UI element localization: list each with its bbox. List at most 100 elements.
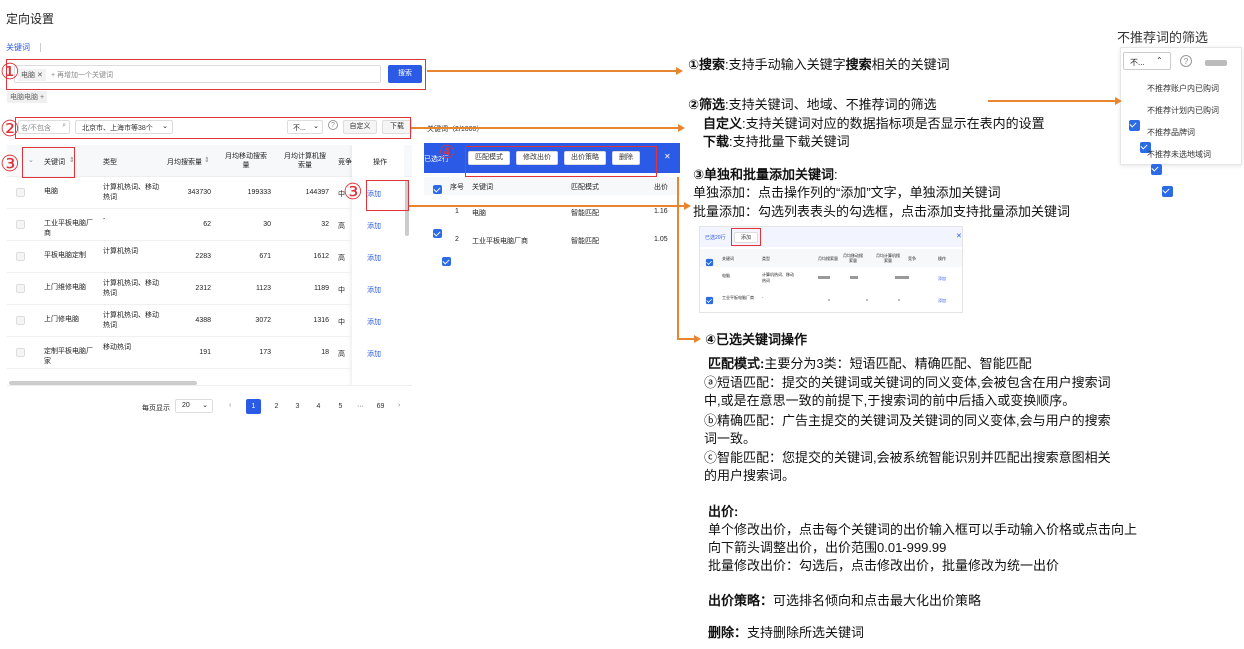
bid-input[interactable]: 1.05 [654,236,668,243]
scrollbar-h[interactable] [9,381,197,385]
cell-monthly: 191 [199,349,211,356]
mini-add-link[interactable]: 添加 [938,276,946,281]
page-button[interactable]: 5 [338,403,343,410]
cell-pc: 18 [321,349,329,356]
search-placeholder: + 再增加一个关键词 [51,72,114,79]
custom-button[interactable]: 自定义 [343,120,377,134]
bid-strategy-button[interactable]: 出价策略 [564,151,606,165]
notrec-checkbox[interactable] [1129,120,1140,131]
sel-cell-mode[interactable]: 智能匹配 [571,238,599,245]
close-icon[interactable]: ✕ [664,152,671,161]
add-link[interactable]: 添加 [367,319,381,326]
row-checkbox[interactable] [16,348,25,357]
marker-1: ① [0,60,20,85]
select-all-checkbox[interactable] [433,185,442,194]
add-link[interactable]: 添加 [367,287,381,294]
cell-pc: 32 [321,221,329,228]
row-checkbox[interactable] [16,188,25,197]
desc-match: 匹配模式:主要分为3类：短语匹配、精确匹配、智能匹配 [708,356,1032,371]
desc-match-a2: 中,或是在意思一致的前提下,于搜索词的前中后插入或变换顺序。 [704,393,1076,408]
highlight-mini-add [731,228,761,246]
selected-row-checkbox[interactable] [433,229,442,238]
desc-add-single: 单独添加：点击操作列的“添加”文字，单独添加关键词 [693,185,1001,200]
add-link[interactable]: 添加 [367,255,381,262]
marker-4: ④ [439,142,456,163]
mini-h-type: 类型 [762,256,770,261]
help-icon[interactable]: ? [1180,55,1192,67]
per-page-label: 每页显示 [142,405,170,412]
search-button[interactable]: 搜索 [388,65,422,83]
row-checkbox[interactable] [16,252,25,261]
cell-monthly: 2312 [195,285,211,292]
bid-input[interactable]: 1.16 [654,208,668,215]
highlight-select-all [22,147,75,178]
cell-type: 计算机热词、移动热词 [103,280,159,297]
page-button[interactable]: 4 [316,403,321,410]
arrow-line-4v [677,177,679,339]
chevron-up-icon: ⌃ [1156,56,1163,65]
notrec-select[interactable]: 不... ⌄ [287,120,323,134]
mini-add-button[interactable]: 添加 [734,232,758,243]
filter-input[interactable]: 名/不包含 ⌕ [18,120,70,134]
sel-cell-mode[interactable]: 智能匹配 [571,210,599,217]
cell-monthly: 2283 [195,253,211,260]
desc-bid-1: 单个修改出价，点击每个关键词的出价输入框可以手动输入价格或点击向上 [708,522,1138,537]
desc-match-b2: 词一致。 [704,431,757,446]
add-link[interactable]: 添加 [367,191,381,198]
search-input[interactable]: 电脑 ✕ + 再增加一个关键词 [14,65,381,83]
mini-h-kw: 关键词 [722,256,734,261]
mini-row-checkbox[interactable] [705,296,714,305]
next-page-icon[interactable]: › [398,402,401,409]
cell-type: 计算机热词、移动热词 [103,184,159,201]
mini-add-link[interactable]: 添加 [938,298,946,303]
page-button[interactable]: 3 [295,403,300,410]
page-button[interactable]: 1 [246,399,261,414]
page-button[interactable]: 69 [376,403,385,410]
tab-keywords[interactable]: 关键词 [6,43,30,52]
arrowhead-5 [1115,97,1122,105]
tag-close-icon[interactable]: ✕ [36,72,43,79]
row-checkbox[interactable] [16,284,25,293]
selected-row-checkbox[interactable] [442,257,451,266]
cell-pc: 144397 [305,189,329,196]
add-icon[interactable]: + [39,94,45,101]
page-title: 定向设置 [6,12,55,26]
mini-header [700,249,962,267]
cell-keyword: 上门维修电脑 [44,284,86,291]
match-mode-button[interactable]: 匹配模式 [468,151,510,165]
notrec-checkbox[interactable] [1162,186,1173,197]
tab-divider [40,43,41,52]
notrec-checkbox[interactable] [1151,164,1162,175]
row-checkbox[interactable] [16,316,25,325]
download-button[interactable]: 下载 [382,120,412,134]
edit-bid-button[interactable]: 修改出价 [516,151,558,165]
scrollbar-v[interactable] [405,180,409,236]
arrow-line-3 [409,205,685,207]
row-checkbox[interactable] [16,220,25,229]
add-link[interactable]: 添加 [367,351,381,358]
cell-competition: 高 [338,223,345,230]
per-page-select[interactable]: 20 ⌄ [175,399,213,413]
help-icon[interactable]: ? [328,120,338,130]
mini-close-icon[interactable]: ✕ [956,233,962,240]
blurred-element [1205,60,1227,66]
prev-page-icon[interactable]: ‹ [229,402,232,409]
mini-blurred-value [850,276,858,279]
region-select[interactable]: 北京市、上海市等38个 ⌄ [75,120,173,134]
notrec-dropdown[interactable]: 不... ⌃ [1123,52,1171,70]
mini-select-all[interactable] [705,258,714,267]
cell-pc: 1612 [313,253,329,260]
desc-selected-title: ④已选关键词操作 [705,332,808,347]
desc-match-c1: ⓒ智能匹配：您提交的关键词,会被系统智能识别并匹配出搜索意图相关 [704,450,1111,465]
page-button[interactable]: 2 [274,403,279,410]
cell-mobile: 671 [259,253,271,260]
header-pc: 月均计算机搜索量 [284,153,326,169]
delete-button[interactable]: 删除 [612,151,640,165]
cell-type: 移动热词 [103,344,131,351]
notrec-checkbox[interactable] [1140,142,1151,153]
sort-icon: ⇕ [204,157,210,164]
add-link[interactable]: 添加 [367,223,381,230]
